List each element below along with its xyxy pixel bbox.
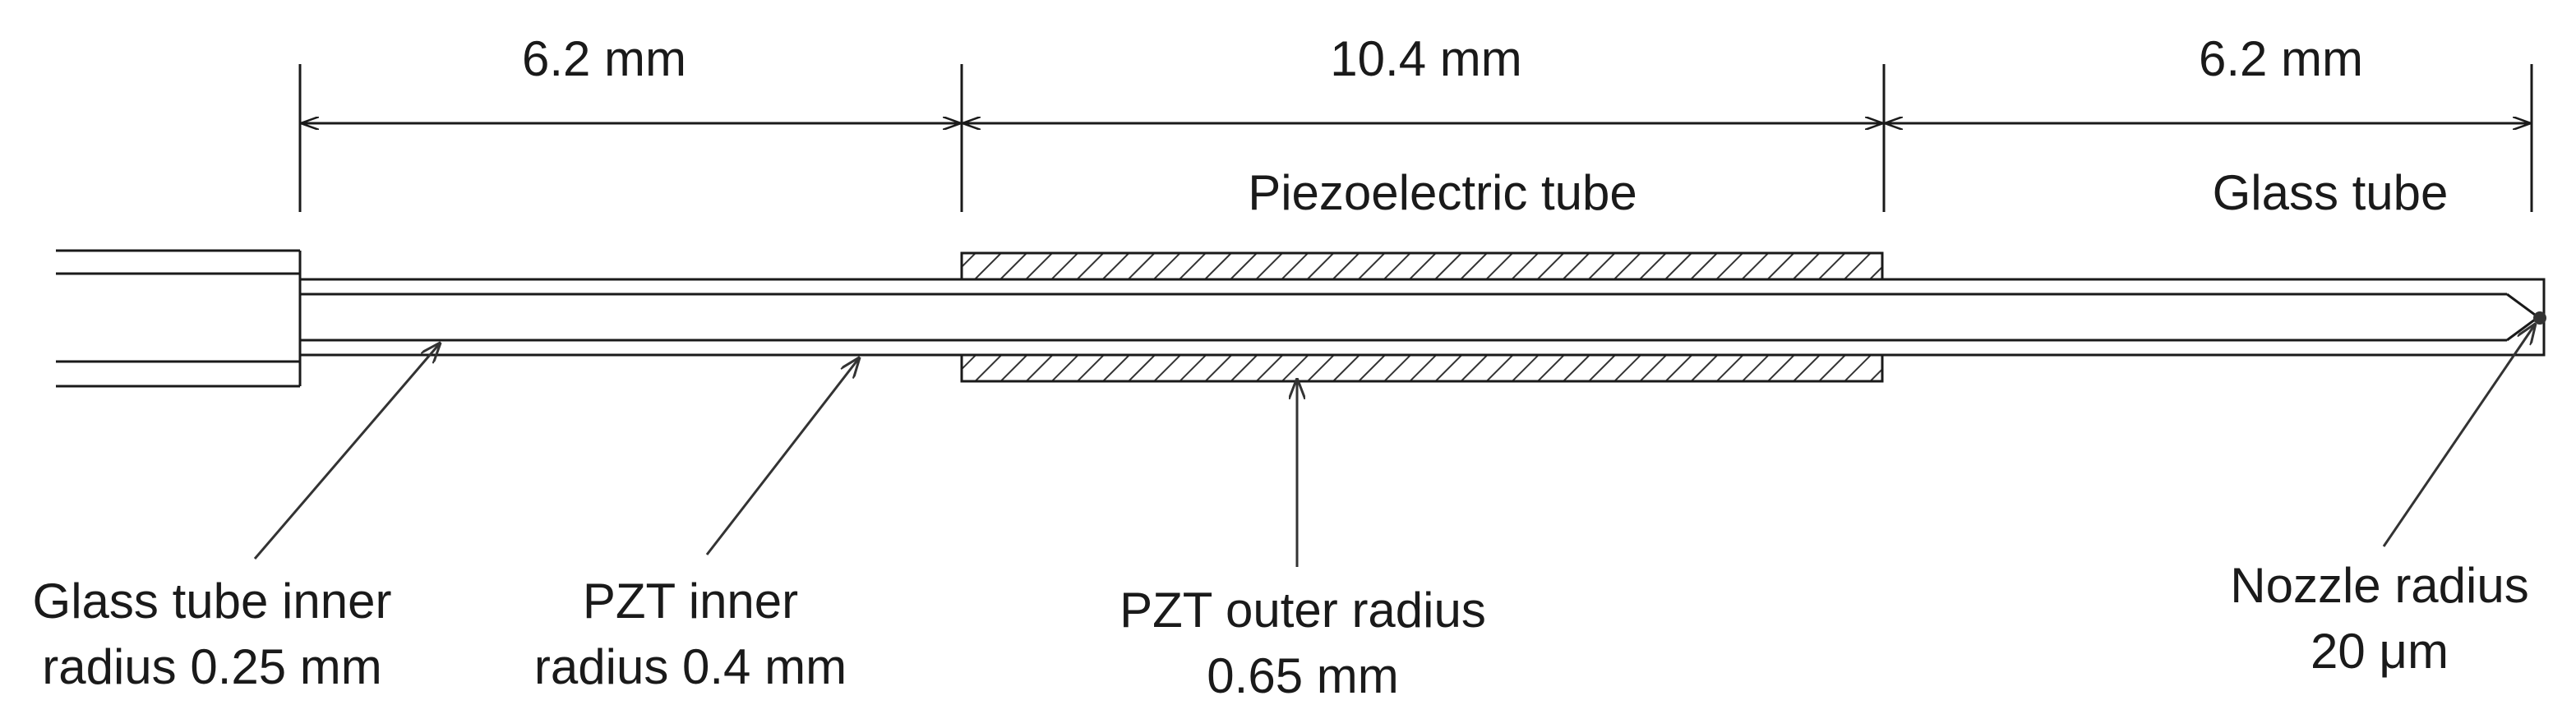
piezoelectric-tube-label: Piezoelectric tube (1248, 165, 1637, 220)
callout-pzt-outer: PZT outer radius 0.65 mm (1119, 583, 1486, 703)
leader-glass-inner (253, 343, 440, 560)
leader-lines (253, 325, 2535, 567)
tube-holder (56, 249, 302, 388)
callout-pzt-inner-line2: radius 0.4 mm (534, 639, 847, 694)
callout-pzt-outer-line2: 0.65 mm (1207, 648, 1398, 703)
leader-nozzle (2382, 325, 2535, 547)
glass-tube-bore (300, 293, 2507, 342)
dimension-extension-lines (298, 64, 2533, 212)
callout-pzt-outer-line1: PZT outer radius (1119, 583, 1486, 638)
callout-glass-inner: Glass tube inner radius 0.25 mm (33, 574, 392, 694)
leader-pzt-inner (705, 358, 859, 555)
piezo-tube-bottom (960, 353, 1884, 383)
dimension-label-left: 6.2 mm (522, 31, 686, 86)
callout-pzt-inner-line1: PZT inner (583, 574, 798, 629)
dimension-label-middle: 10.4 mm (1330, 31, 1521, 86)
callout-glass-inner-line1: Glass tube inner (33, 574, 392, 629)
nozzle-point (2533, 311, 2546, 325)
callout-nozzle-line2: 20 μm (2311, 624, 2449, 679)
glass-tube-outer (298, 278, 2546, 357)
glass-tube-label: Glass tube (2213, 165, 2449, 220)
dimension-label-right: 6.2 mm (2199, 31, 2363, 86)
callout-nozzle-line1: Nozzle radius (2230, 558, 2529, 613)
callout-nozzle: Nozzle radius 20 μm (2230, 558, 2529, 679)
callout-pzt-inner: PZT inner radius 0.4 mm (534, 574, 847, 694)
piezo-tube-top (960, 251, 1884, 281)
callout-glass-inner-line2: radius 0.25 mm (42, 639, 382, 694)
